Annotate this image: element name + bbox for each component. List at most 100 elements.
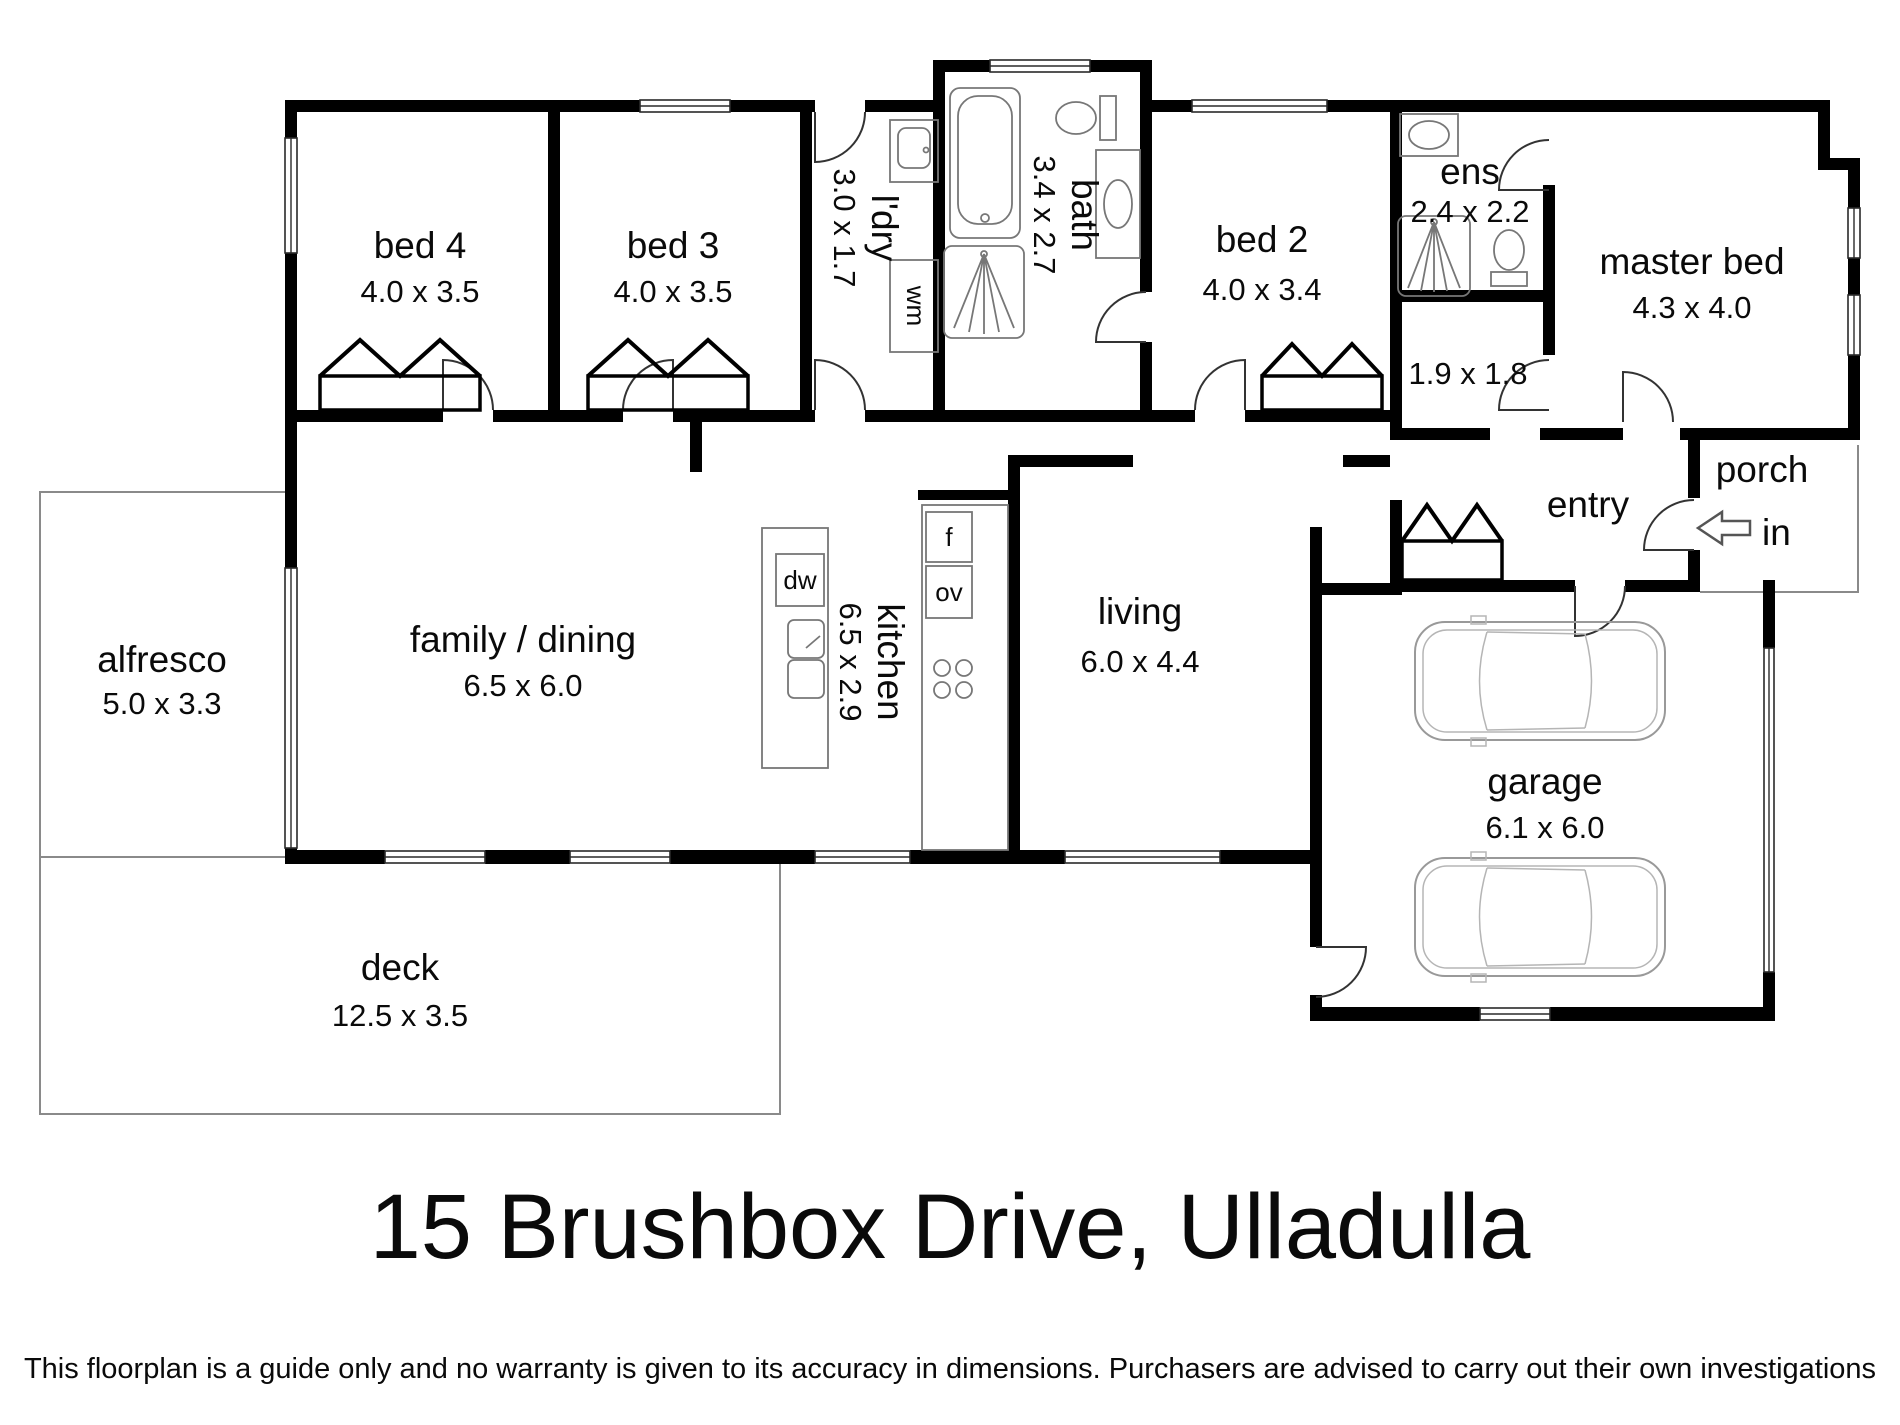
- window: [1479, 1007, 1551, 1021]
- robe-bed2: [1260, 341, 1384, 412]
- entry-direction-arrow-icon: [1695, 509, 1752, 547]
- svg-text:5.0 x 3.3: 5.0 x 3.3: [103, 686, 222, 721]
- dishwasher-label: dw: [783, 565, 816, 595]
- svg-text:4.0 x 3.5: 4.0 x 3.5: [614, 274, 733, 309]
- svg-text:deck: deck: [361, 947, 440, 988]
- svg-text:living: living: [1098, 591, 1182, 632]
- bathtub: [949, 87, 1021, 239]
- window: [639, 99, 731, 113]
- room-label-deck: deck 12.5 x 3.5: [332, 947, 468, 1033]
- svg-text:l'dry: l'dry: [864, 195, 905, 262]
- car-icon: [1414, 851, 1666, 983]
- robe-bed3: [586, 337, 750, 412]
- svg-text:family / dining: family / dining: [410, 619, 636, 660]
- window: [1064, 850, 1221, 864]
- svg-text:6.5 x 6.0: 6.5 x 6.0: [464, 668, 583, 703]
- page-title: 15 Brushbox Drive, Ulladulla: [370, 1176, 1532, 1278]
- door-laundry-external: [814, 111, 866, 164]
- fixtures: [761, 87, 1752, 983]
- door-master: [1622, 370, 1674, 423]
- svg-text:3.4 x 2.7: 3.4 x 2.7: [1027, 156, 1062, 275]
- window: [1847, 207, 1861, 259]
- window: [989, 59, 1091, 73]
- window: [1191, 99, 1328, 113]
- room-label-bed4: bed 44.0 x 3.5: [361, 225, 480, 309]
- door-laundry: [814, 358, 866, 411]
- svg-text:6.5 x 2.9: 6.5 x 2.9: [833, 603, 868, 722]
- svg-text:bed 3: bed 3: [627, 225, 720, 266]
- kitchen-counter: [921, 504, 1009, 851]
- door-bed3: [622, 358, 674, 411]
- oven: [925, 565, 973, 619]
- window: [284, 137, 298, 254]
- svg-text:2.4 x 2.2: 2.4 x 2.2: [1411, 194, 1530, 229]
- door-robe: [1497, 359, 1550, 411]
- svg-text:alfresco: alfresco: [97, 639, 227, 680]
- robes: [318, 337, 1504, 582]
- room-label-porch: porch in: [1716, 449, 1809, 553]
- room-label-bed3: bed 3 4.0 x 3.5: [614, 225, 733, 309]
- windows: [284, 59, 1861, 1021]
- room-label-master: master bed 4.3 x 4.0: [1599, 241, 1784, 325]
- car-icon: [1414, 615, 1666, 747]
- room-label-robe: 1.9 x 1.8: [1409, 356, 1528, 391]
- window: [284, 567, 298, 849]
- svg-text:6.0 x 4.4: 6.0 x 4.4: [1081, 644, 1200, 679]
- window: [1847, 294, 1861, 356]
- oven-label: ov: [935, 577, 962, 607]
- dishwasher: [775, 553, 825, 607]
- svg-text:entry: entry: [1547, 484, 1630, 525]
- fridge: [925, 511, 973, 563]
- vanity: [1095, 149, 1141, 259]
- cooktop-icon: [933, 659, 973, 699]
- interior-walls: [285, 112, 1858, 1021]
- window: [384, 850, 486, 864]
- ensuite-shower: [1397, 215, 1471, 297]
- kitchen-island: [761, 527, 829, 769]
- svg-text:6.1 x 6.0: 6.1 x 6.0: [1486, 810, 1605, 845]
- door-ensuite: [1497, 139, 1550, 191]
- door-entry-garage: [1574, 585, 1626, 638]
- room-label-family: family / dining 6.5 x 6.0: [410, 619, 636, 703]
- kitchen-sink: [787, 619, 825, 699]
- room-label-garage: garage 6.1 x 6.0: [1486, 761, 1605, 845]
- door-bath: [1094, 291, 1147, 343]
- svg-text:garage: garage: [1487, 761, 1602, 802]
- washing-machine-label: wm: [901, 285, 931, 326]
- svg-text:4.3 x 4.0: 4.3 x 4.0: [1633, 290, 1752, 325]
- laundry-tub: [889, 119, 939, 183]
- room-label-alfresco: alfresco 5.0 x 3.3: [97, 639, 227, 721]
- fridge-label: f: [945, 522, 953, 552]
- svg-text:3.0 x 1.7: 3.0 x 1.7: [827, 169, 862, 288]
- robe-entry: [1400, 501, 1504, 582]
- svg-text:in: in: [1762, 512, 1791, 553]
- toilet: [1055, 95, 1117, 141]
- svg-text:1.9 x 1.8: 1.9 x 1.8: [1409, 356, 1528, 391]
- svg-text:bed 2: bed 2: [1216, 219, 1309, 260]
- disclaimer-text: This floorplan is a guide only and no wa…: [24, 1353, 1876, 1385]
- robe-bed4: [318, 337, 482, 412]
- svg-text:porch: porch: [1716, 449, 1809, 490]
- door-front: [1642, 499, 1695, 551]
- svg-text:ens: ens: [1440, 151, 1500, 192]
- svg-text:12.5 x 3.5: 12.5 x 3.5: [332, 998, 468, 1033]
- room-label-bed2: bed 2 4.0 x 3.4: [1203, 219, 1322, 307]
- door-garage-side: [1315, 946, 1368, 998]
- ensuite-toilet: [1490, 229, 1528, 287]
- svg-text:kitchen: kitchen: [870, 603, 911, 720]
- door-bed2: [1194, 358, 1246, 411]
- svg-text:4.0 x 3.4: 4.0 x 3.4: [1203, 272, 1322, 307]
- svg-text:master bed: master bed: [1599, 241, 1784, 282]
- window: [814, 850, 911, 864]
- shower: [943, 245, 1025, 339]
- svg-text:bed 4: bed 4: [374, 225, 467, 266]
- svg-text:bath: bath: [1064, 179, 1105, 251]
- washing-machine: [889, 259, 939, 353]
